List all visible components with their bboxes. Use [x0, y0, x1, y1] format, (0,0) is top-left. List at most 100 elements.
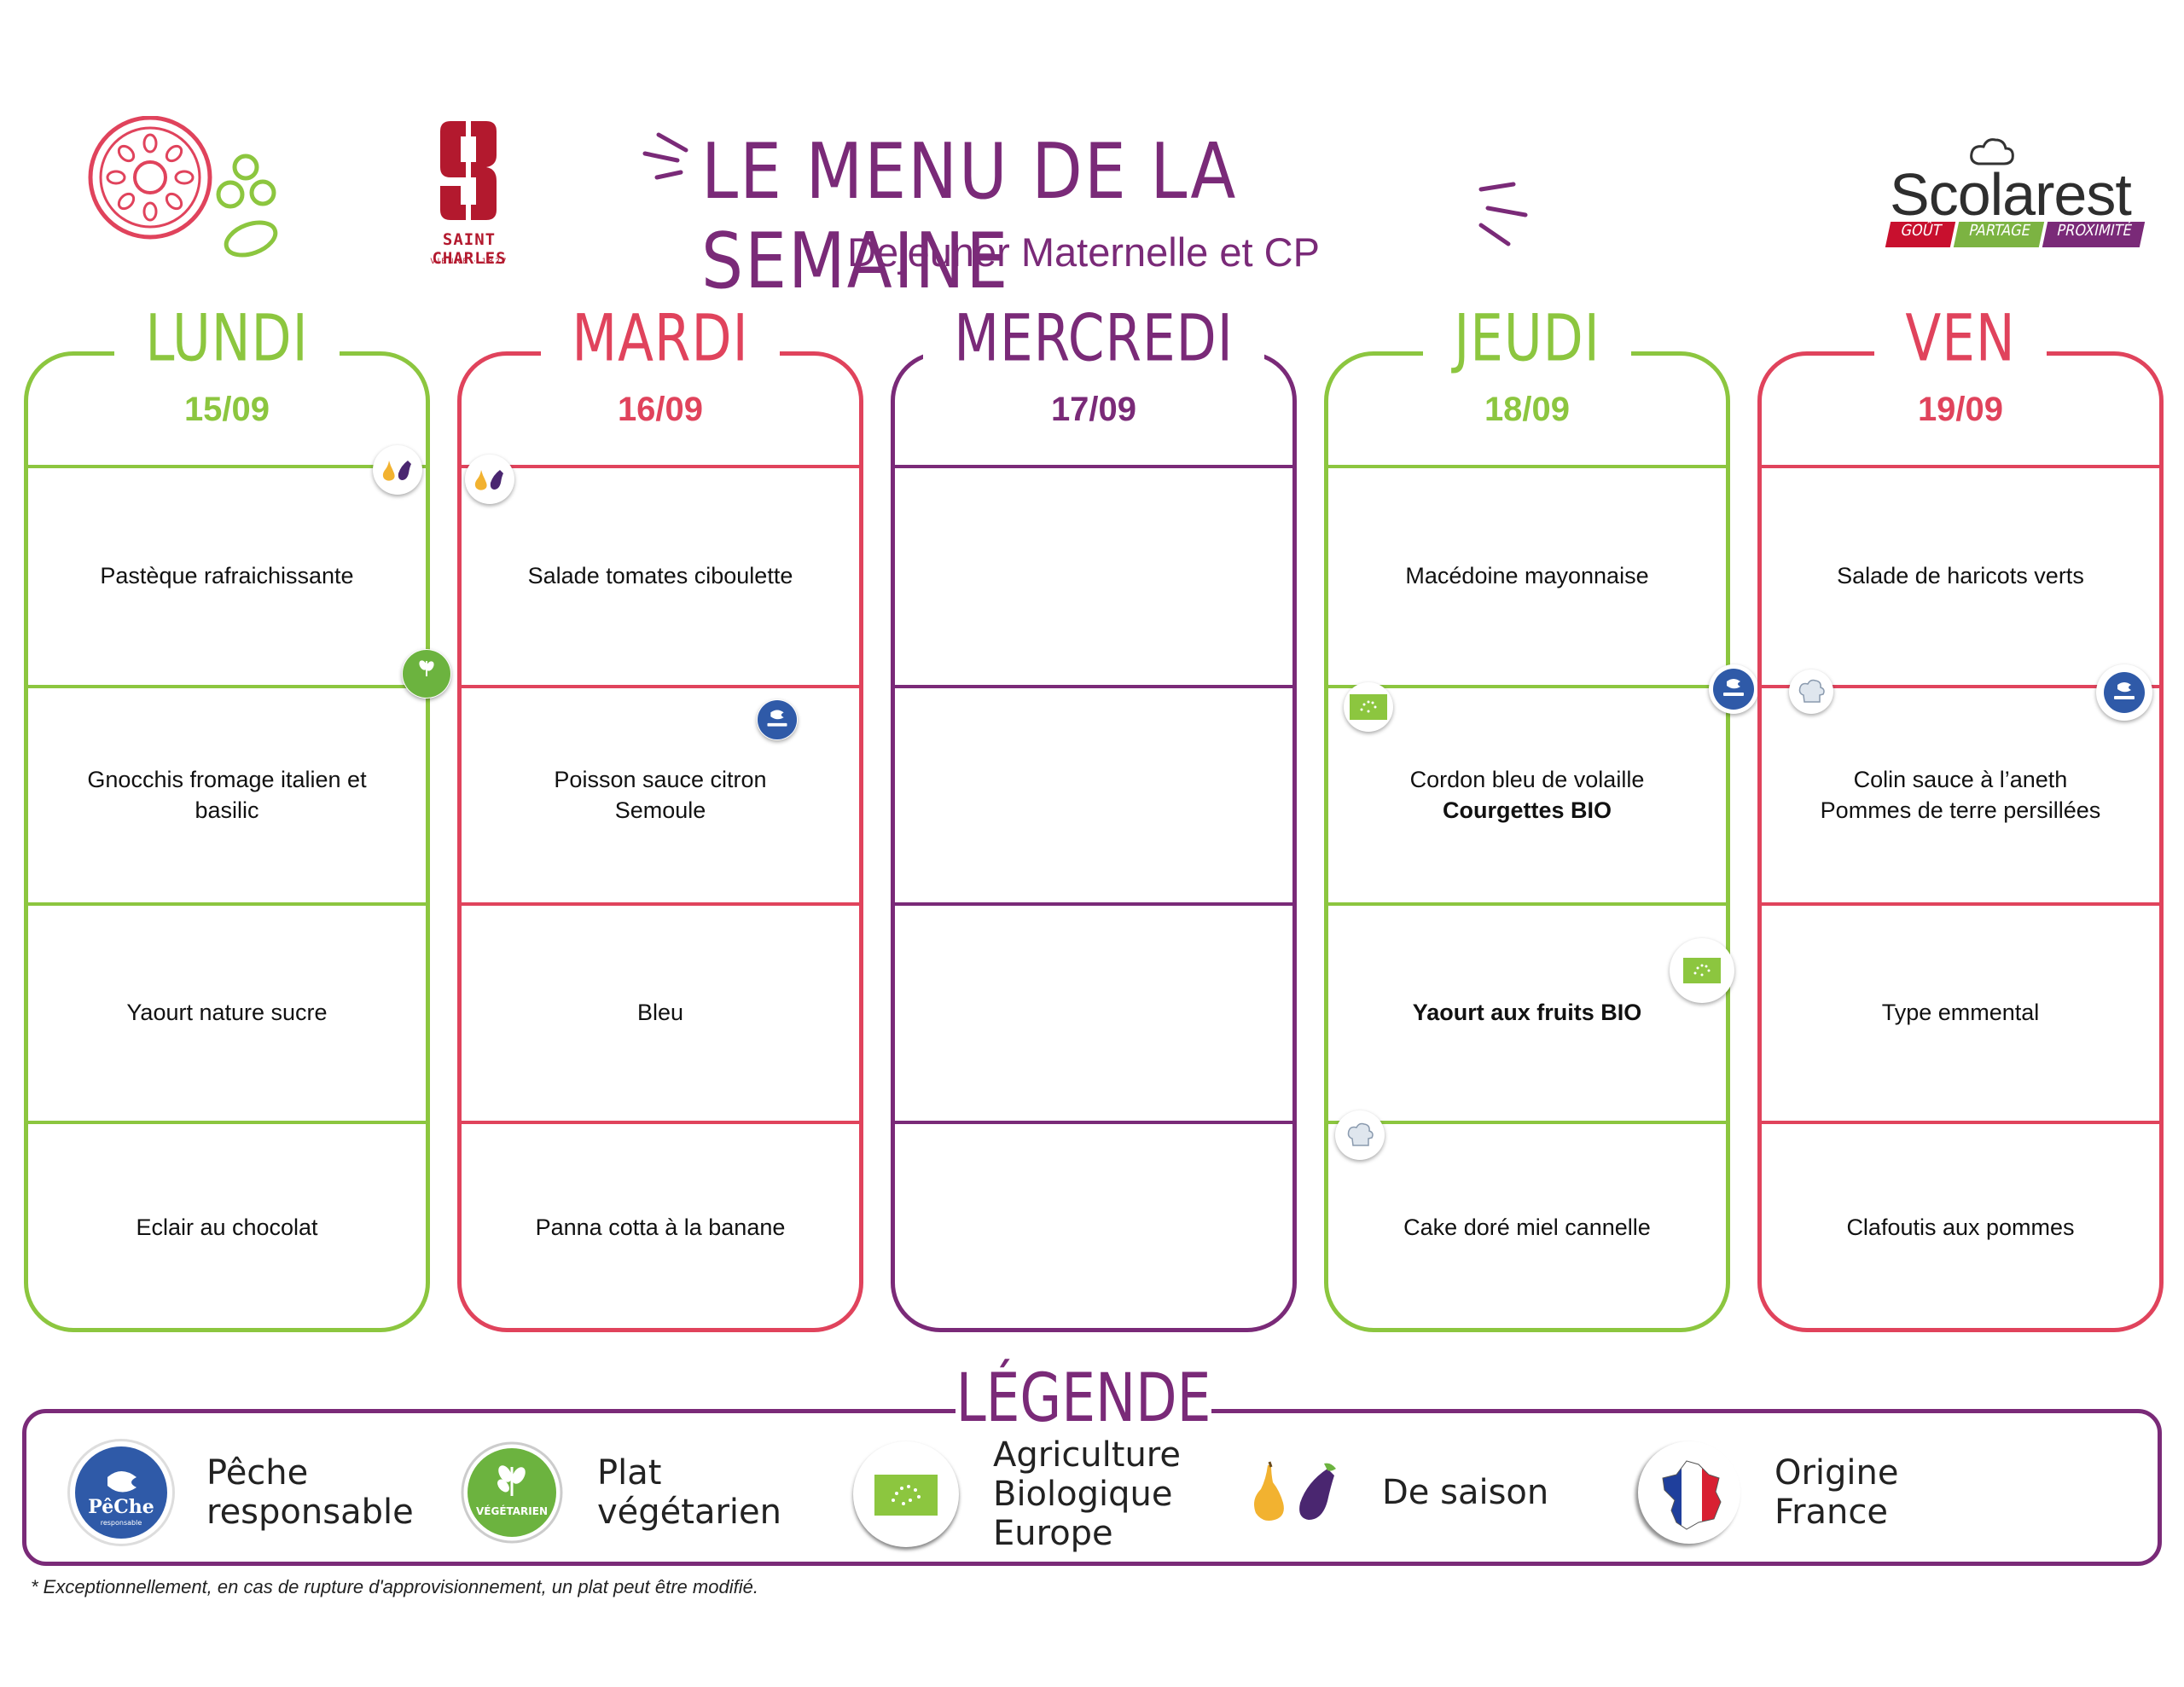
menu-item-text: Poisson sauce citron: [554, 766, 767, 792]
day-name: MERCREDI: [923, 301, 1264, 377]
menu-item: Cake doré miel cannelle: [1354, 1124, 1700, 1332]
scolarest-logo: Scolarest GOÛT PARTAGE PROXIMITÉ: [1881, 136, 2154, 256]
day-header: VEN 19/09: [1757, 301, 2164, 459]
page-title-block: LE MENU DE LA SEMAINE: [631, 127, 1536, 306]
legend-peche-badge-subtext: responsable: [101, 1519, 142, 1527]
row-divider: [895, 1121, 1292, 1124]
day-date: 19/09: [1917, 391, 2004, 428]
tomato-logo: [84, 115, 305, 270]
menu-item: [921, 688, 1267, 902]
saint-charles-subtitle: VIENNE · 1827: [430, 258, 508, 266]
chef-hat-icon: [1789, 670, 1833, 714]
title-spark-left-icon: [642, 132, 688, 180]
peche-responsable-icon: [1709, 664, 1758, 714]
row-divider: [28, 685, 426, 688]
day-header: MERCREDI 17/09: [891, 301, 1297, 459]
menu-item-text: Type emmental: [1881, 1000, 2040, 1026]
menu-item-text: Pastèque rafraichissante: [100, 563, 354, 589]
legend-title: LÉGENDE: [956, 1359, 1211, 1437]
menu-item-text-secondary: Semoule: [614, 797, 706, 823]
row-divider: [1762, 902, 2159, 906]
row-divider: [28, 1121, 426, 1124]
legend-vegetarien-badge-text: VÉGÉTARIEN: [476, 1504, 548, 1517]
menu-item-text: Panna cotta à la banane: [535, 1215, 786, 1241]
agriculture-bio-icon: [1344, 682, 1393, 732]
vegetarien-icon: VÉGÉTARIEN: [461, 1441, 563, 1544]
menu-item-text-secondary: Pommes de terre persillées: [1820, 797, 2101, 823]
scolarest-tags: GOÛT PARTAGE PROXIMITÉ: [1885, 222, 2146, 247]
day-column-mercredi: [891, 351, 1297, 1332]
menu-item: Salade tomates ciboulette: [487, 468, 834, 685]
day-name: VEN: [1874, 301, 2047, 377]
page-title: LE MENU DE LA SEMAINE: [701, 127, 1238, 306]
row-divider: [462, 1121, 859, 1124]
menu-item: Panna cotta à la banane: [487, 1124, 834, 1332]
day-date: 15/09: [183, 391, 270, 428]
menu-item: Eclair au chocolat: [54, 1124, 400, 1332]
de-saison-icon: [373, 445, 422, 495]
menu-item: Macédoine mayonnaise: [1354, 468, 1700, 685]
legend-label: De saison: [1382, 1473, 1549, 1512]
menu-item: Bleu: [487, 906, 834, 1121]
menu-item: [921, 1124, 1267, 1332]
saint-charles-logo: SAINT CHARLES VIENNE · 1827: [401, 116, 537, 278]
menu-item-text: Yaourt aux fruits BIO: [1412, 1000, 1642, 1026]
scolarest-tag: PROXIMITÉ: [2042, 222, 2146, 247]
menu-item: Type emmental: [1787, 906, 2134, 1121]
menu-item-text: Cake doré miel cannelle: [1403, 1215, 1651, 1241]
menu-item-text: Colin sauce à l’aneth: [1853, 766, 2068, 792]
row-divider: [895, 465, 1292, 468]
menu-item: Salade de haricots verts: [1787, 468, 2134, 685]
row-divider: [895, 902, 1292, 906]
menu-item-text: Yaourt nature sucre: [126, 1000, 328, 1026]
day-date: 17/09: [1050, 391, 1137, 428]
row-divider: [1762, 685, 2159, 688]
row-divider: [1762, 465, 2159, 468]
row-divider: [462, 685, 859, 688]
menu-item-text: Salade tomates ciboulette: [527, 563, 793, 589]
menu-item: [921, 468, 1267, 685]
row-divider: [1328, 1121, 1726, 1124]
row-divider: [1328, 902, 1726, 906]
peche-responsable-icon: [757, 699, 798, 740]
agriculture-bio-icon: [853, 1441, 959, 1547]
legend-item-de-saison: De saison: [1246, 1437, 1548, 1548]
menu-item: [921, 906, 1267, 1121]
menu-item: Pastèque rafraichissante: [54, 468, 400, 685]
menu-item-text: Clafoutis aux pommes: [1846, 1215, 2075, 1241]
day-header: JEUDI 18/09: [1324, 301, 1730, 459]
menu-item-text: Macédoine mayonnaise: [1405, 563, 1649, 589]
scolarest-tag: GOÛT: [1885, 222, 1956, 247]
de-saison-icon: [1246, 1457, 1348, 1529]
scolarest-tag: PARTAGE: [1953, 222, 2045, 247]
row-divider: [1762, 1121, 2159, 1124]
origine-france-icon: [1638, 1441, 1740, 1544]
day-date: 18/09: [1484, 391, 1571, 428]
day-name: LUNDI: [114, 301, 340, 377]
row-divider: [895, 685, 1292, 688]
chef-hat-logo-icon: [1970, 138, 2014, 165]
day-name: JEUDI: [1423, 301, 1631, 377]
peche-responsable-icon: PêChe responsable: [70, 1441, 172, 1544]
title-spark-right-icon: [1478, 182, 1528, 246]
vegetarien-icon: [402, 649, 451, 699]
menu-item-text: Eclair au chocolat: [136, 1215, 318, 1241]
footnote: * Exceptionnellement, en cas de rupture …: [31, 1576, 758, 1597]
row-divider: [462, 465, 859, 468]
page-subtitle: Dejeuner Maternelle et CP: [847, 229, 1320, 275]
menu-item: Gnocchis fromage italien et basilic: [54, 688, 400, 902]
row-divider: [1328, 465, 1726, 468]
